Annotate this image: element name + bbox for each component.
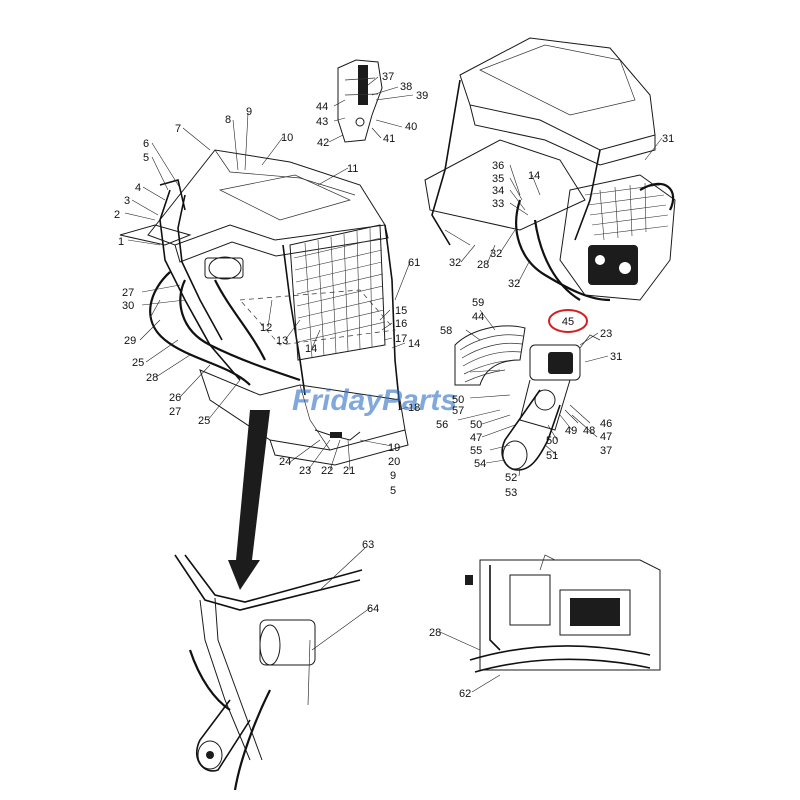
callout-32c: 32 (508, 278, 520, 290)
callout-10: 10 (281, 132, 293, 144)
callout-41: 41 (383, 133, 395, 145)
callout-40: 40 (405, 121, 417, 133)
callout-6: 6 (143, 138, 149, 150)
callout-37b: 37 (600, 445, 612, 457)
callout-28c: 28 (429, 627, 441, 639)
callout-39: 39 (416, 90, 428, 102)
callout-57: 57 (452, 405, 464, 417)
callout-54: 54 (474, 458, 486, 470)
callout-50c: 50 (546, 435, 558, 447)
callout-2: 2 (114, 209, 120, 221)
callout-38: 38 (400, 81, 412, 93)
callout-1: 1 (118, 236, 124, 248)
callout-59: 59 (472, 297, 484, 309)
watermark-part2: Parts (382, 384, 457, 417)
callout-11: 11 (347, 163, 358, 175)
callout-52: 52 (505, 472, 517, 484)
engine-assembly-drawing (424, 37, 676, 302)
callout-58: 58 (440, 325, 452, 337)
callout-9b: 9 (390, 470, 396, 482)
callout-21: 21 (343, 465, 355, 477)
callout-44: 44 (316, 101, 328, 113)
callout-14b: 14 (408, 338, 420, 350)
callout-3: 3 (124, 195, 130, 207)
callout-16: 16 (395, 318, 407, 330)
callout-5: 5 (143, 152, 149, 164)
callout-28b: 28 (477, 259, 489, 271)
callout-29: 29 (124, 335, 136, 347)
callout-32: 32 (449, 257, 461, 269)
callout-34: 34 (492, 185, 504, 197)
callout-35: 35 (492, 173, 504, 185)
callout-56: 56 (436, 419, 448, 431)
callout-50b: 50 (470, 419, 482, 431)
highlight-circle (548, 309, 588, 333)
callout-63: 63 (362, 539, 374, 551)
cab-assembly-drawing (119, 149, 409, 466)
callout-23b: 23 (600, 328, 612, 340)
callout-27b: 27 (169, 406, 181, 418)
callout-33: 33 (492, 198, 504, 210)
compressor-condenser-drawing (454, 325, 601, 471)
callout-14c: 14 (528, 170, 540, 182)
callout-49: 49 (565, 425, 577, 437)
callout-22: 22 (321, 465, 333, 477)
callout-48: 48 (583, 425, 595, 437)
hose-routing-detail-drawing (174, 410, 363, 791)
callout-27: 27 (122, 287, 134, 299)
watermark: FridayParts (292, 384, 457, 417)
callout-25: 25 (132, 357, 144, 369)
cab-side-detail-drawing (465, 554, 661, 673)
callout-42: 42 (317, 137, 329, 149)
callout-51: 51 (546, 450, 558, 462)
callout-55: 55 (470, 445, 482, 457)
callout-31: 31 (662, 133, 674, 145)
callout-24: 24 (279, 456, 291, 468)
callout-50: 50 (452, 394, 464, 406)
callout-61: 61 (408, 257, 420, 269)
callout-23: 23 (299, 465, 311, 477)
callout-31b: 31 (610, 351, 622, 363)
callout-5b: 5 (390, 485, 396, 497)
callout-30: 30 (122, 300, 134, 312)
callout-7: 7 (175, 123, 181, 135)
callout-26: 26 (169, 392, 181, 404)
callout-4: 4 (135, 182, 141, 194)
watermark-part1: Friday (292, 384, 383, 417)
callout-64: 64 (367, 603, 379, 615)
callout-37: 37 (382, 71, 394, 83)
callout-12: 12 (260, 322, 272, 334)
callout-labels: 1 2 3 4 5 6 7 8 9 10 11 27 30 29 25 28 2… (114, 71, 674, 700)
callout-13: 13 (276, 335, 288, 347)
callout-47b: 47 (600, 431, 612, 443)
callout-14: 14 (305, 343, 317, 355)
callout-47: 47 (470, 432, 482, 444)
callout-46: 46 (600, 418, 612, 430)
highlight-label: 45 (562, 316, 574, 328)
callout-53: 53 (505, 487, 517, 499)
bracket-inset-drawing (337, 59, 383, 143)
callout-9: 9 (246, 106, 252, 118)
callout-15: 15 (395, 305, 407, 317)
leader-lines (124, 76, 663, 693)
callout-62: 62 (459, 688, 471, 700)
callout-20: 20 (388, 456, 400, 468)
callout-36: 36 (492, 160, 504, 172)
callout-32b: 32 (490, 248, 502, 260)
callout-8: 8 (225, 114, 231, 126)
svg-text:FridayParts: FridayParts (292, 384, 457, 417)
callout-18: 18 (408, 402, 420, 414)
callout-43: 43 (316, 116, 328, 128)
callout-19: 19 (388, 442, 400, 454)
callout-17: 17 (395, 333, 407, 345)
callout-28: 28 (146, 372, 158, 384)
callout-44b: 44 (472, 311, 484, 323)
callout-25b: 25 (198, 415, 210, 427)
